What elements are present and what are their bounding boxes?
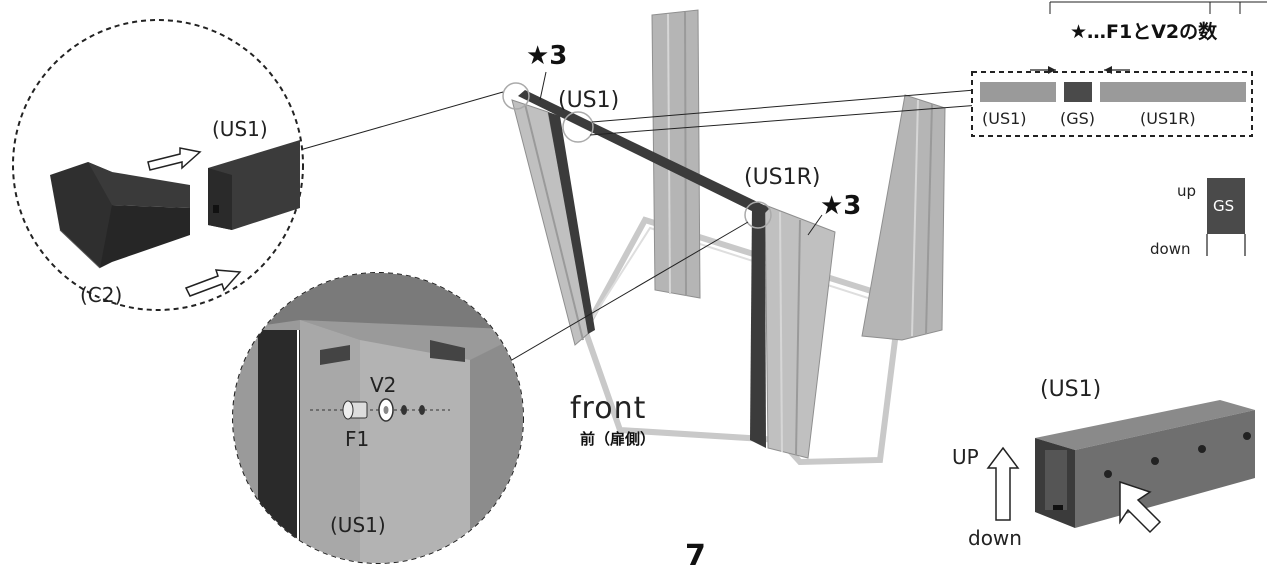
- main-frame: ★3 (US1) (US1R) ★3 front 前（扉側）: [299, 9, 981, 466]
- gap-gs-label: (GS): [1060, 109, 1095, 128]
- callout-circle-corner: [502, 82, 530, 110]
- gap-us1-label: (US1): [982, 109, 1027, 128]
- gs-orientation: up GS down: [1150, 178, 1246, 258]
- leader-star-left: [539, 71, 547, 101]
- callout-circle-us1r: [744, 201, 772, 229]
- leader-us1r-to-bolt: [497, 221, 749, 369]
- hole-pointer-arrow-icon: [1119, 480, 1162, 534]
- front-jp-label: 前（扉側）: [580, 430, 655, 448]
- insert-arrow-bottom: [184, 269, 242, 297]
- gap-gs-block: [1064, 82, 1092, 102]
- front-label: front: [570, 391, 646, 426]
- detail-c2: (US1) (C2): [12, 19, 304, 311]
- leader-star-right: [807, 214, 823, 236]
- gap-diagram: (US1) (GS) (US1R): [971, 66, 1253, 137]
- page-number: 7: [685, 539, 706, 565]
- us1-beam-end: [208, 140, 300, 230]
- us1-beam-top: [1035, 400, 1255, 450]
- note-text: ★…F1とV2の数: [1070, 20, 1218, 43]
- callout-circle-us1: [562, 111, 594, 143]
- note-box: ★…F1とV2の数: [1049, 1, 1267, 43]
- back-left-panel: [651, 9, 701, 299]
- top-beam: [518, 90, 770, 216]
- gs-down-label: down: [1150, 240, 1190, 258]
- gap-us1r-label: (US1R): [1140, 109, 1196, 128]
- detail-bolt: V2 F1 (US1): [232, 272, 524, 564]
- front-left-post: [548, 112, 595, 334]
- leader-corner-to-c2: [299, 91, 504, 151]
- gs-block: [1207, 178, 1245, 234]
- gs-up-label: up: [1177, 182, 1196, 200]
- star3-right-label: ★3: [820, 191, 861, 221]
- front-right-post: [750, 205, 766, 448]
- gap-arrow-right-icon: [1048, 66, 1056, 74]
- up-arrow-icon: [986, 446, 1020, 521]
- us1-orientation: (US1) UP down: [952, 377, 1255, 550]
- us1-main-label: (US1): [558, 88, 619, 113]
- back-right-panel: [861, 94, 946, 341]
- bolt-v2-label: V2: [370, 373, 396, 397]
- us1-orient-down: down: [968, 526, 1022, 550]
- insert-arrow-top: [147, 147, 202, 171]
- leader-us1-to-gap-2: [589, 104, 981, 136]
- us1-orient-title: (US1): [1040, 377, 1101, 402]
- star3-left-label: ★3: [526, 41, 567, 71]
- detail-c2-us1-label: (US1): [212, 117, 268, 141]
- detail-c2-c2-label: (C2): [80, 283, 122, 307]
- us1r-main-label: (US1R): [744, 165, 821, 190]
- front-left-panel: [511, 99, 591, 346]
- gs-block-label: GS: [1213, 197, 1234, 215]
- bolt-us1-label: (US1): [330, 513, 386, 537]
- gap-arrow-left-icon: [1104, 66, 1112, 74]
- gap-us1r-bar: [1100, 82, 1246, 102]
- c2-corner-part: [50, 162, 190, 269]
- leader-us1-to-gap: [591, 89, 976, 123]
- gap-us1-bar: [980, 82, 1056, 102]
- us1-orient-up: UP: [952, 445, 979, 469]
- bolt-f1-label: F1: [345, 427, 369, 451]
